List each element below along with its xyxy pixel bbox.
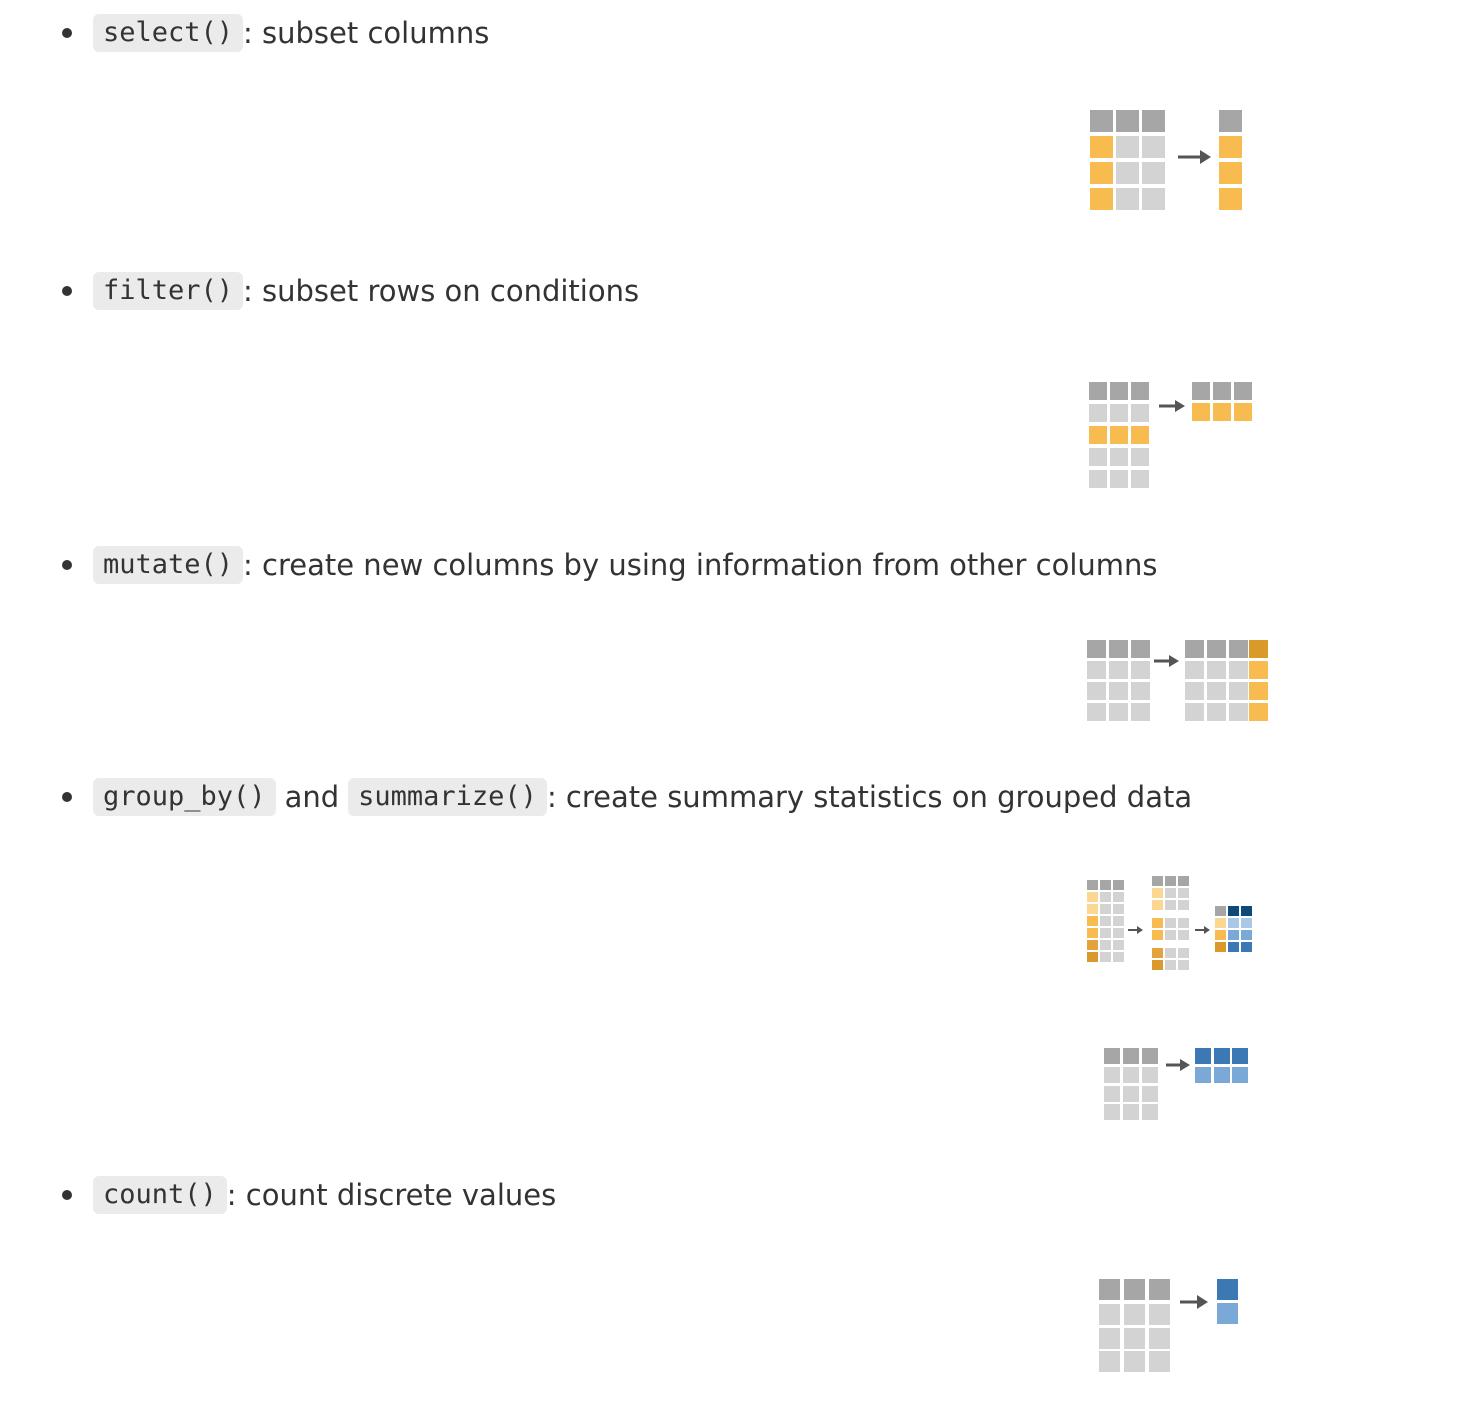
joiner-text: and (284, 780, 340, 814)
bullet (62, 286, 72, 296)
select-diagram-icon (1090, 110, 1242, 210)
mutate-diagram-icon (1087, 640, 1268, 721)
bullet (62, 1190, 72, 1200)
inline-code: select() (93, 14, 244, 52)
group-by-diagram-icon (1087, 876, 1252, 970)
list-item-line: count() : count discrete values (62, 1173, 556, 1217)
inline-code: group_by() (93, 778, 276, 816)
item-description: : subset columns (243, 16, 490, 50)
list-item-line: select() : subset columns (62, 11, 489, 55)
item-description: : create new columns by using informatio… (243, 548, 1158, 582)
item-description: : create summary statistics on grouped d… (546, 780, 1193, 814)
list-item-line: mutate() : create new columns by using i… (62, 543, 1158, 587)
list-item-line: group_by() and summarize() : create summ… (62, 775, 1192, 819)
inline-code: summarize() (348, 778, 547, 816)
bullet (62, 28, 72, 38)
list-item-line: filter() : subset rows on conditions (62, 269, 639, 313)
bullet (62, 792, 72, 802)
count-diagram-icon (1099, 1279, 1238, 1372)
bullet (62, 560, 72, 570)
inline-code: mutate() (93, 546, 244, 584)
inline-code: filter() (93, 272, 244, 310)
inline-code: count() (93, 1176, 227, 1214)
filter-diagram-icon (1089, 382, 1252, 488)
item-description: : count discrete values (226, 1178, 557, 1212)
item-description: : subset rows on conditions (243, 274, 640, 308)
summarize-diagram-icon (1104, 1048, 1248, 1120)
